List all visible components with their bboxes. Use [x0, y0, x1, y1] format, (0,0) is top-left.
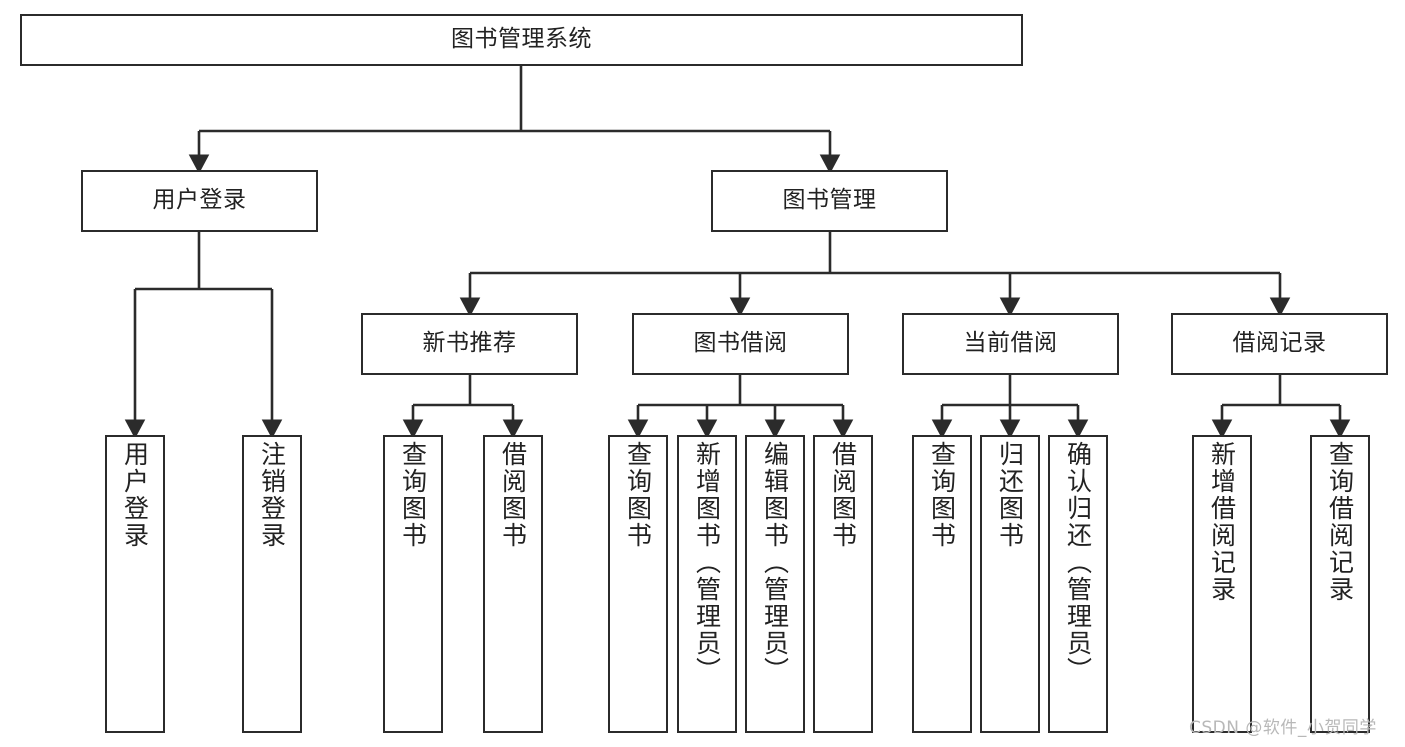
- node-label: 注销登录: [257, 441, 287, 549]
- node-label: 借阅图书: [828, 441, 858, 549]
- node-label: 查询图书: [927, 441, 957, 549]
- leaf-query-book-recommend[interactable]: 查询图书: [383, 435, 443, 733]
- node-label: 用户登录: [152, 187, 247, 214]
- leaf-borrow-book-recommend[interactable]: 借阅图书: [483, 435, 543, 733]
- node-borrowing-record[interactable]: 借阅记录: [1171, 313, 1388, 375]
- leaf-logout[interactable]: 注销登录: [242, 435, 302, 733]
- node-label: 归还图书: [995, 441, 1025, 549]
- node-label: 确认归还（管理员）: [1063, 441, 1093, 684]
- node-label: 当前借阅: [963, 330, 1058, 357]
- leaf-query-borrow-record[interactable]: 查询借阅记录: [1310, 435, 1370, 733]
- leaf-add-borrow-record[interactable]: 新增借阅记录: [1192, 435, 1252, 733]
- node-current-borrowing[interactable]: 当前借阅: [902, 313, 1119, 375]
- leaf-return-book[interactable]: 归还图书: [980, 435, 1040, 733]
- node-label: 查询借阅记录: [1325, 441, 1355, 603]
- node-root-book-management-system[interactable]: 图书管理系统: [20, 14, 1023, 66]
- node-label: 借阅记录: [1232, 330, 1327, 357]
- node-label: 图书管理系统: [451, 26, 592, 53]
- leaf-edit-book-admin[interactable]: 编辑图书（管理员）: [745, 435, 805, 733]
- node-label: 编辑图书（管理员）: [760, 441, 790, 684]
- leaf-add-book-admin[interactable]: 新增图书（管理员）: [677, 435, 737, 733]
- node-label: 用户登录: [120, 441, 150, 549]
- node-label: 图书借阅: [693, 330, 788, 357]
- leaf-query-book-current[interactable]: 查询图书: [912, 435, 972, 733]
- node-label: 查询图书: [623, 441, 653, 549]
- node-book-borrowing[interactable]: 图书借阅: [632, 313, 849, 375]
- node-label: 新增借阅记录: [1207, 441, 1237, 603]
- node-label: 新增图书（管理员）: [692, 441, 722, 684]
- leaf-borrow-book[interactable]: 借阅图书: [813, 435, 873, 733]
- node-user-login[interactable]: 用户登录: [81, 170, 318, 232]
- node-label: 借阅图书: [498, 441, 528, 549]
- node-new-book-recommendation[interactable]: 新书推荐: [361, 313, 578, 375]
- leaf-confirm-return-admin[interactable]: 确认归还（管理员）: [1048, 435, 1108, 733]
- node-label: 新书推荐: [422, 330, 517, 357]
- csdn-watermark: CSDN @软件_小贺同学: [1189, 718, 1377, 738]
- node-label: 查询图书: [398, 441, 428, 549]
- node-label: 图书管理: [782, 187, 877, 214]
- leaf-query-book-borrowing[interactable]: 查询图书: [608, 435, 668, 733]
- node-book-management[interactable]: 图书管理: [711, 170, 948, 232]
- leaf-user-login[interactable]: 用户登录: [105, 435, 165, 733]
